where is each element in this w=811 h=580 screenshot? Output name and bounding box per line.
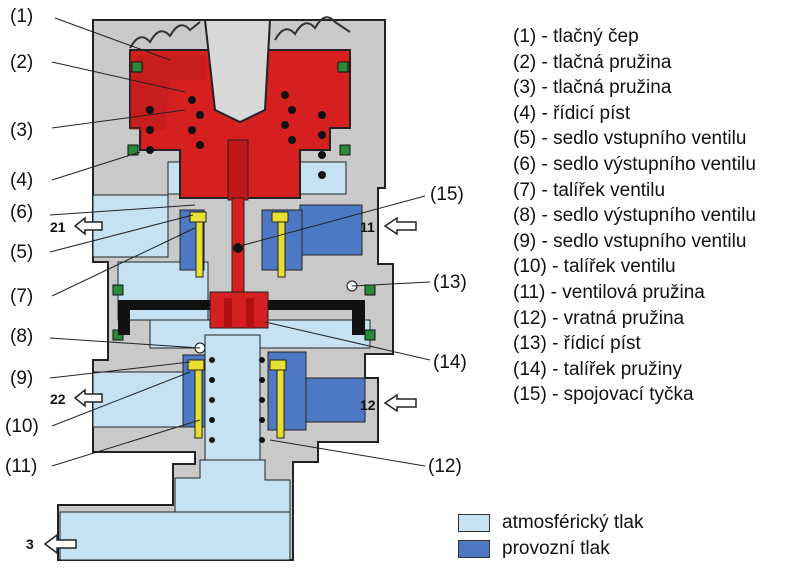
callout-10: (10) [5,416,39,437]
pressure-legend-atmospheric: atmosférický tlak [458,510,643,536]
callout-6: (6) [10,202,33,223]
port-21-label: 21 [50,219,66,235]
legend-item: (15) - spojovací tyčka [513,384,694,406]
atmospheric-label: atmosférický tlak [502,512,644,533]
control-piston-upper [129,19,351,201]
legend-item: (3) - tlačná pružina [513,77,672,99]
port-3-label: 3 [26,536,34,552]
valve-seats [187,211,289,439]
legend-item: (2) - tlačná pružina [513,51,672,73]
legend-item: (12) - vratná pružina [513,307,685,329]
callout-5: (5) [10,242,33,263]
legend-item: (4) - řídicí píst [513,102,631,124]
callout-15: (15) [430,184,464,205]
atmospheric-swatch [458,514,490,532]
callout-9: (9) [10,368,33,389]
legend-item: (13) - řídicí píst [513,333,641,355]
callout-4: (4) [10,170,33,191]
atmospheric-chambers [59,161,371,561]
pressure-springs [146,91,326,179]
callout-2: (2) [10,52,33,73]
port-11-label: 11 [360,219,375,235]
callout-8: (8) [10,326,33,347]
return-spring [209,357,265,443]
port-12-label: 12 [360,397,376,413]
callout-3: (3) [10,120,33,141]
pressure-legend: atmosférický tlak provozní tlak [458,510,643,562]
parts-legend: (1) - tlačný čep (2) - tlačná pružina (3… [513,24,756,408]
port-arrows [43,216,417,555]
pressure-legend-operating: provozní tlak [458,536,643,562]
legend-item: (7) - talířek ventilu [513,179,666,201]
callout-14: (14) [433,352,467,373]
legend-item: (5) - sedlo vstupního ventilu [513,128,747,150]
callout-1: (1) [10,6,33,27]
legend-item: (10) - talířek ventilu [513,256,676,278]
callout-12: (12) [428,456,462,477]
legend-item: (8) - sedlo výstupního ventilu [513,205,756,227]
legend-item: (6) - sedlo výstupního ventilu [513,153,756,175]
bellows [129,16,351,49]
callout-11: (11) [5,456,37,477]
port-22-label: 22 [50,391,66,407]
legend-item: (9) - sedlo vstupního ventilu [513,230,747,252]
operating-swatch [458,540,490,558]
legend-item: (1) - tlačný čep [513,26,639,47]
leader-lines [49,17,431,467]
legend-item: (14) - talířek pružiny [513,358,682,380]
operating-label: provozní tlak [502,538,610,559]
callout-13: (13) [433,272,467,293]
callout-7: (7) [10,286,33,307]
legend-item: (11) - ventilová pružina [513,281,705,303]
